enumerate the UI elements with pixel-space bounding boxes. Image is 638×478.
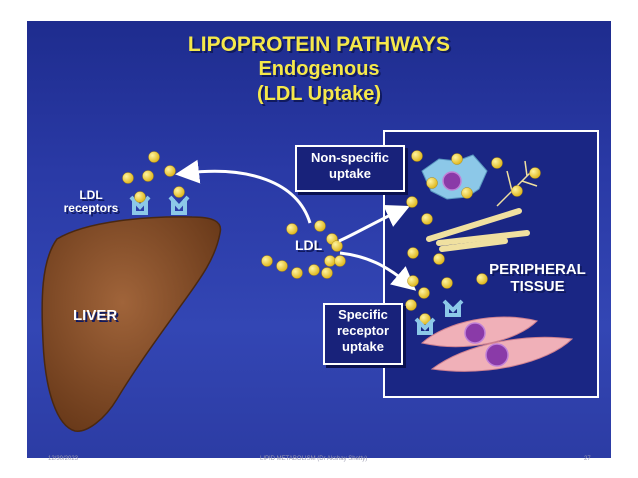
peripheral-tissue-label-line2: TISSUE [510,278,565,295]
tissue-ldl-particles [405,150,541,325]
ldl-particle-cluster [261,220,346,279]
slide-subtitle: Endogenous [258,58,380,80]
ldl-receptor-icon [168,195,190,215]
slide-title: LIPOPROTEIN PATHWAYS [187,33,451,56]
ldl-receptor-icon [129,195,151,215]
liver-ldl-particles [122,151,185,203]
ldl-receptors-label: LDL receptors [61,189,121,215]
arrow-to-liver [175,159,312,224]
footer-date: 12/30/2023 [48,456,79,462]
ldl-receptors-label-line1: LDL [79,188,103,202]
collagen-fibers [426,208,530,252]
specific-uptake-line2: receptor [336,323,390,338]
slide: LIPOPROTEIN PATHWAYS Endogenous (LDL Upt… [27,21,611,458]
peripheral-tissue-label-line1: PERIPHERAL [489,261,586,278]
nonspecific-uptake-box: Non-specific uptake [295,145,405,192]
liver-label: LIVER [73,307,118,324]
pathway-diagram [41,130,599,432]
specific-uptake-line3: uptake [342,339,384,354]
nonspecific-uptake-line2: uptake [329,166,371,181]
specific-receptor-uptake-box: Specific receptor uptake [323,303,403,365]
footer-title: LIPID METABOLISM (Dr Akshay Shetty) [260,456,368,462]
tissue-receptor-icon [442,299,464,317]
liver-organ [41,216,222,432]
peripheral-tissue-label: PERIPHERAL TISSUE [475,261,600,295]
nonspecific-uptake-line1: Non-specific [310,150,389,165]
arrow-nonspecific-uptake [338,205,410,243]
tissue-receptor-icon [414,317,436,335]
arrow-specific-uptake [339,251,417,291]
cell-nucleus [485,343,509,367]
macrophage-nucleus [442,171,462,191]
specific-uptake-line1: Specific [338,307,388,322]
ldl-label: LDL [295,237,323,253]
slide-subtitle-2: (LDL Uptake) [256,83,382,105]
ldl-receptors-label-line2: receptors [63,201,119,215]
cell-nucleus [464,322,486,344]
footer-page-number: 27 [584,456,591,462]
